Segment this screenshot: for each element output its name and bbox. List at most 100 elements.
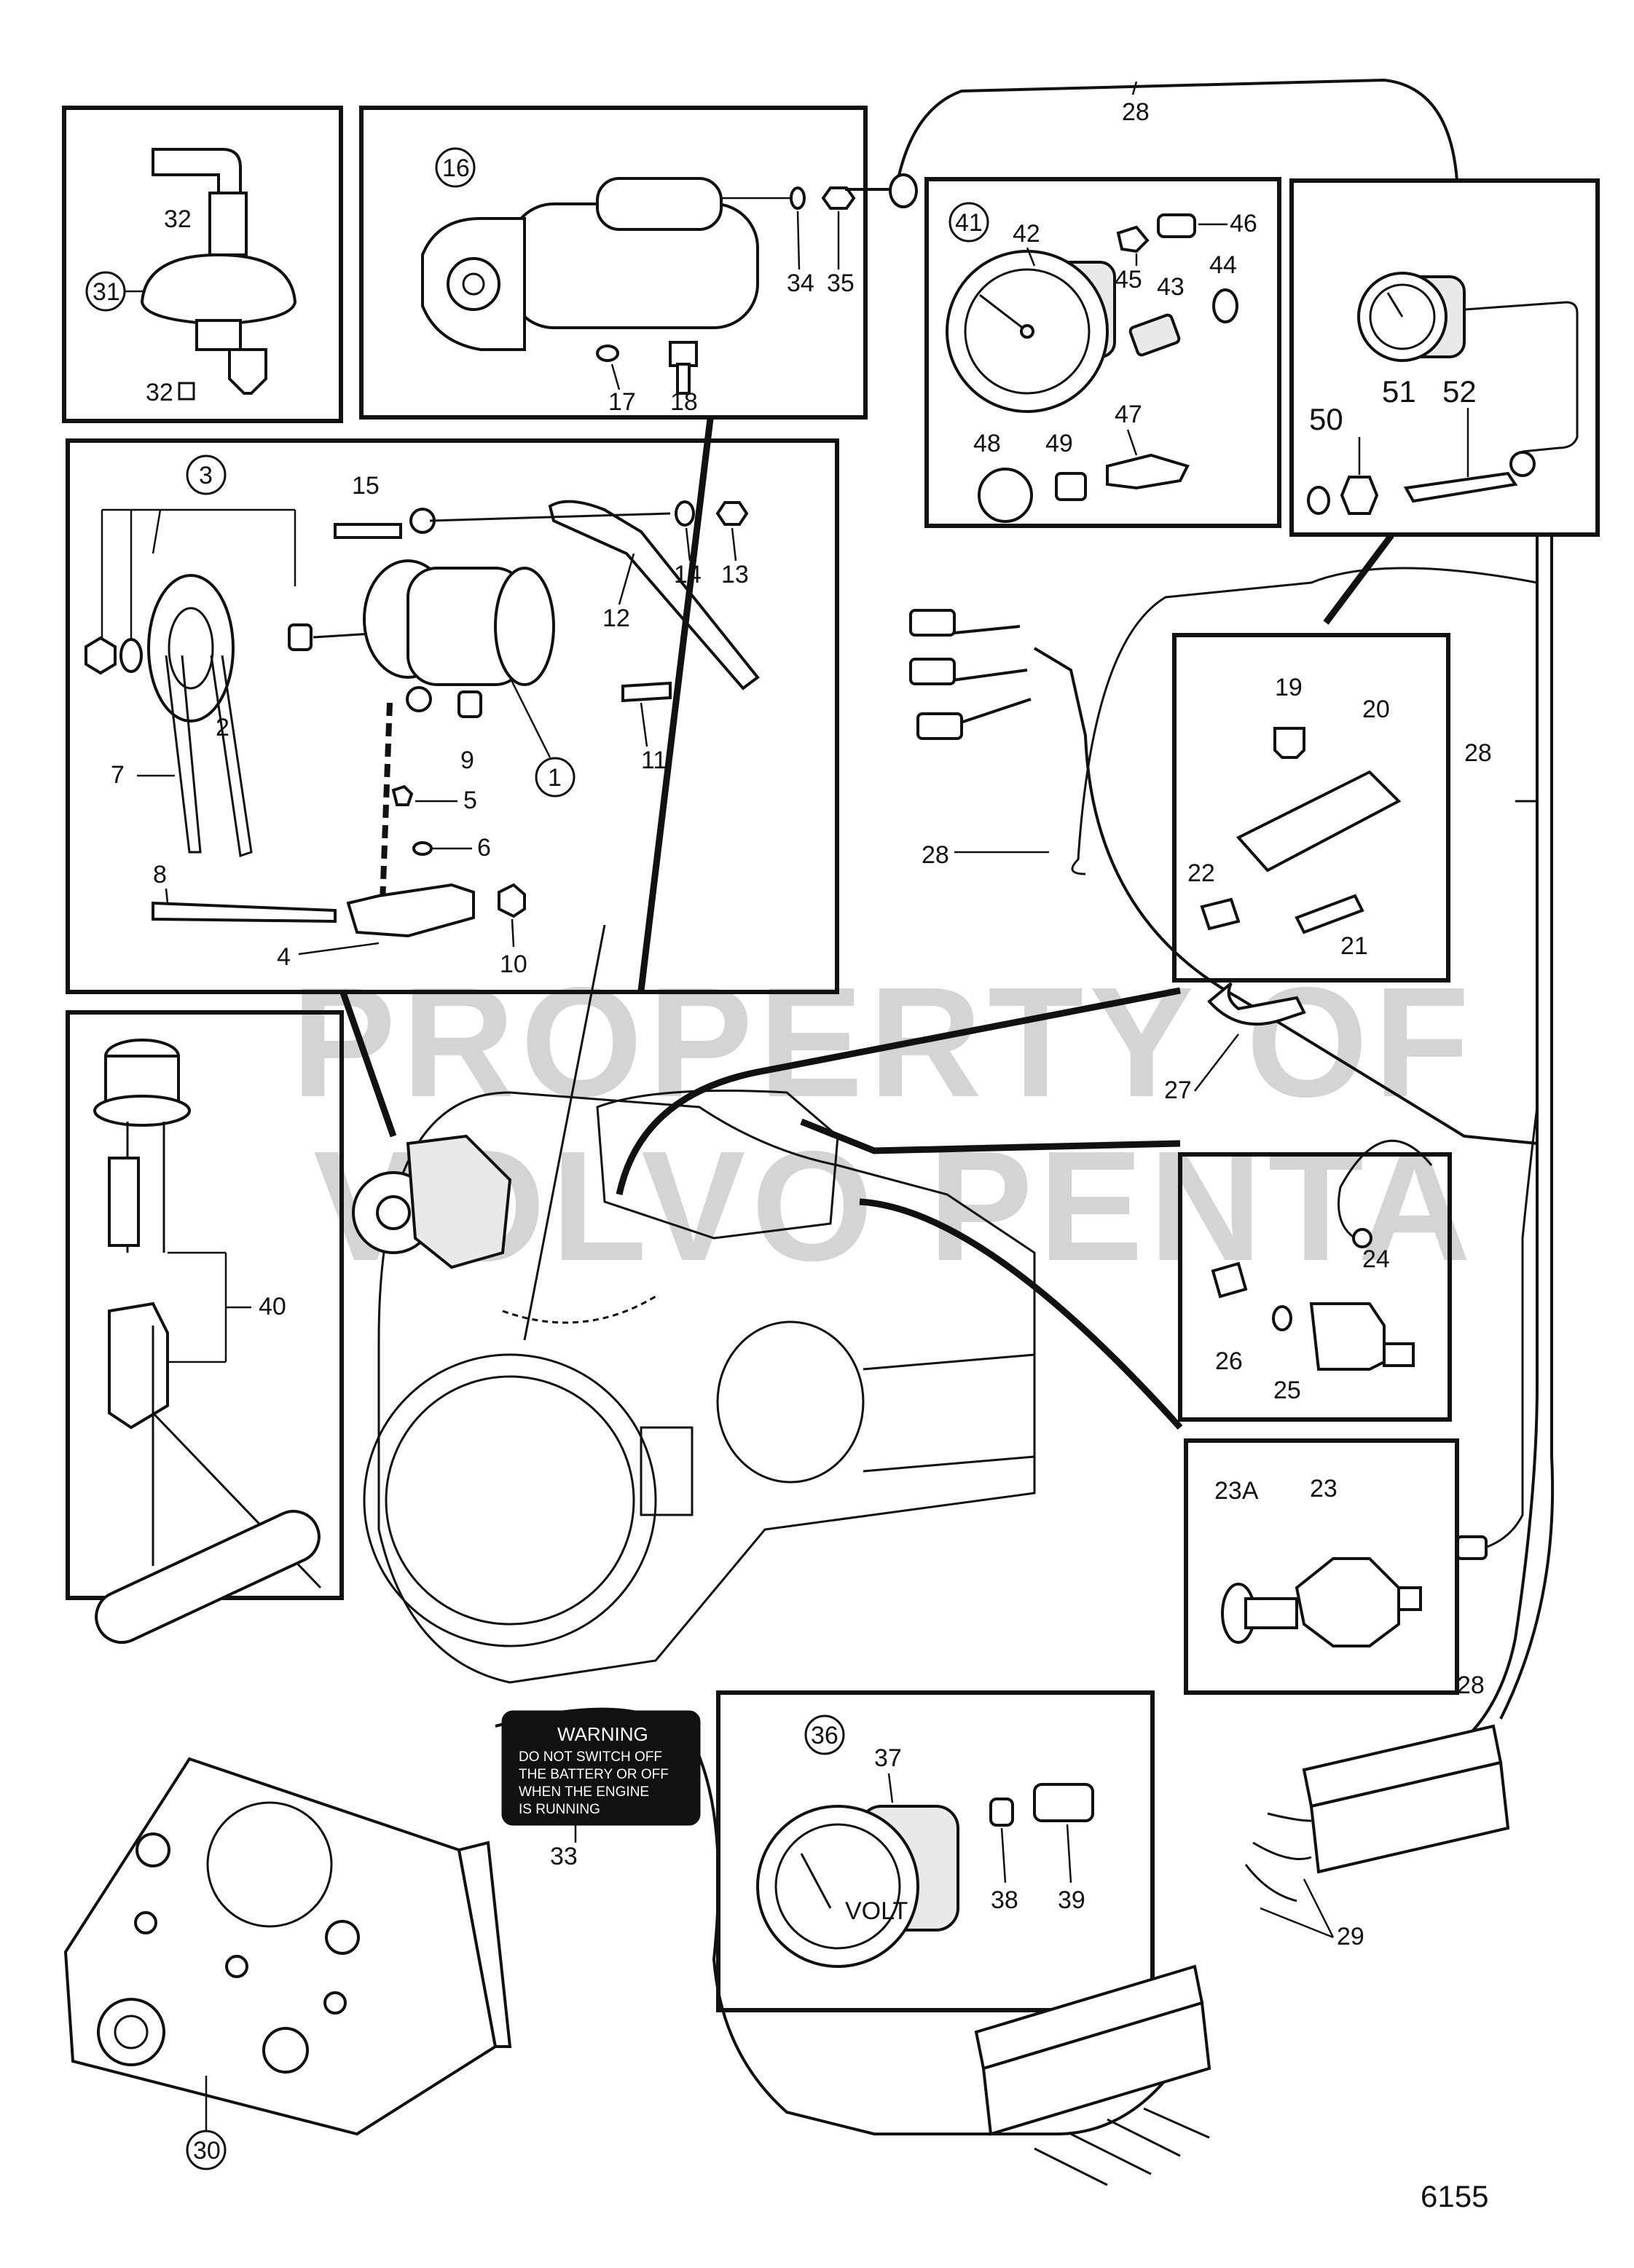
callout-5: 5 bbox=[463, 787, 477, 814]
leader-12 bbox=[618, 553, 635, 605]
engine-mount bbox=[640, 1426, 694, 1516]
callout-28-bottom: 28 bbox=[1457, 1672, 1485, 1699]
panel-tachometer-41: 41 42 45 46 43 44 48 49 47 bbox=[924, 177, 1281, 528]
gauge-hole-main bbox=[206, 1801, 333, 1928]
sender-thread bbox=[228, 348, 267, 395]
sender-thread-24 bbox=[1383, 1342, 1415, 1367]
lamp-2 bbox=[225, 1955, 248, 1978]
callout-51: 51 bbox=[1382, 374, 1416, 409]
panel-frame bbox=[1178, 1152, 1452, 1422]
sensor-bulb-52 bbox=[1403, 471, 1518, 503]
leader-37 bbox=[887, 1773, 894, 1803]
harness-center-left bbox=[1033, 647, 1538, 1145]
pinion bbox=[447, 257, 500, 311]
panel-side bbox=[457, 1840, 512, 2048]
terminal-block-upper bbox=[1309, 1760, 1510, 1874]
arrow-starter-link bbox=[637, 418, 714, 991]
instrument-panel-30: 30 bbox=[63, 1757, 512, 2170]
washer-50 bbox=[1307, 486, 1330, 515]
float bbox=[95, 1510, 321, 1644]
callout-29: 29 bbox=[1337, 1923, 1364, 1950]
leader-47 bbox=[1126, 429, 1138, 456]
arrow-to-head bbox=[616, 987, 1181, 1195]
nut-10 bbox=[498, 883, 526, 918]
arrow-to-oil-switch bbox=[859, 1198, 1183, 1430]
harness-right-trunk-2 bbox=[1499, 535, 1555, 1720]
panel-bracket-19: 19 20 21 22 bbox=[1172, 633, 1450, 983]
callout-9: 9 bbox=[460, 747, 474, 774]
callout-28-right: 28 bbox=[1464, 739, 1492, 767]
leader-27 bbox=[1194, 1033, 1239, 1092]
panel-frame bbox=[359, 106, 868, 420]
callout-28-top: 28 bbox=[1122, 98, 1150, 126]
washer-6 bbox=[412, 841, 433, 856]
leader-14 bbox=[685, 527, 691, 562]
switch-23 bbox=[1295, 1557, 1400, 1647]
mount-eye-bottom bbox=[406, 686, 432, 712]
pinion-center bbox=[462, 272, 485, 296]
plate-title: WARNING bbox=[557, 1723, 648, 1745]
callout-13: 13 bbox=[721, 561, 749, 588]
callout-41: 41 bbox=[955, 209, 983, 237]
callout-27: 27 bbox=[1164, 1076, 1192, 1104]
callout-11: 11 bbox=[641, 747, 667, 774]
callout-45: 45 bbox=[1115, 266, 1142, 294]
panel-sender-31: 32 31 32 bbox=[62, 106, 343, 423]
callout-10: 10 bbox=[500, 950, 527, 978]
leader-4 bbox=[298, 942, 380, 956]
panel-sender-24: 26 25 24 bbox=[1178, 1152, 1452, 1422]
cap-48 bbox=[978, 468, 1033, 523]
callout-49: 49 bbox=[1045, 430, 1073, 457]
callout-23a: 23A bbox=[1214, 1477, 1259, 1505]
arrow-to-sender bbox=[800, 1118, 1181, 1154]
breakout-plug-1 bbox=[909, 609, 956, 637]
solenoid bbox=[596, 177, 723, 231]
bulb-45 bbox=[1116, 225, 1150, 253]
panel-frame bbox=[1172, 633, 1450, 983]
gauge-small-1 bbox=[135, 1832, 170, 1867]
washer-14 bbox=[675, 500, 695, 527]
belt-7 bbox=[165, 655, 253, 857]
leader-8 bbox=[165, 888, 169, 904]
volt-dial-label: VOLT bbox=[845, 1897, 908, 1925]
bolt-head-18 bbox=[669, 341, 698, 367]
callout-44: 44 bbox=[1209, 251, 1237, 279]
harness-top bbox=[895, 78, 1458, 190]
callout-48: 48 bbox=[973, 430, 1001, 457]
float-mechanism bbox=[108, 1302, 169, 1430]
adapter-51 bbox=[1340, 476, 1379, 515]
leader-10 bbox=[511, 918, 515, 948]
sender-flange bbox=[93, 1095, 191, 1127]
sender-24 bbox=[1309, 1302, 1386, 1371]
ring-terminal-24 bbox=[1352, 1228, 1372, 1248]
dashed-link bbox=[380, 702, 393, 904]
ring-terminal-top bbox=[889, 173, 918, 208]
callout-25: 25 bbox=[1273, 1377, 1301, 1404]
callout-26: 26 bbox=[1215, 1347, 1243, 1375]
connector-arrows bbox=[339, 418, 1394, 1430]
spacer-3c bbox=[288, 623, 313, 651]
harness-loop-left bbox=[1071, 567, 1538, 875]
panel-frame bbox=[716, 1690, 1155, 2012]
callout-33: 33 bbox=[550, 1843, 578, 1870]
plate-line-2: THE BATTERY OR OFF bbox=[519, 1767, 669, 1782]
leader-29 bbox=[1260, 1878, 1335, 1939]
bolt-8 bbox=[152, 901, 337, 924]
flywheel-inner bbox=[385, 1375, 635, 1626]
panel-frame bbox=[924, 177, 1281, 528]
screw-19 bbox=[1273, 727, 1305, 759]
callout-circle-36 bbox=[804, 1714, 845, 1755]
callout-15: 15 bbox=[352, 472, 380, 500]
shaft bbox=[313, 632, 372, 639]
crank-pulley-hub bbox=[376, 1195, 411, 1230]
screw-22 bbox=[1200, 897, 1241, 931]
flywheel-housing bbox=[363, 1353, 657, 1647]
leader-38 bbox=[1000, 1827, 1007, 1883]
stick-wire bbox=[523, 924, 606, 1341]
starter-body-engine bbox=[716, 1320, 865, 1484]
panel-frame bbox=[1289, 178, 1600, 537]
bracket-21 bbox=[1295, 894, 1364, 934]
callout-42: 42 bbox=[1013, 220, 1040, 248]
socket-39 bbox=[1033, 1783, 1094, 1822]
